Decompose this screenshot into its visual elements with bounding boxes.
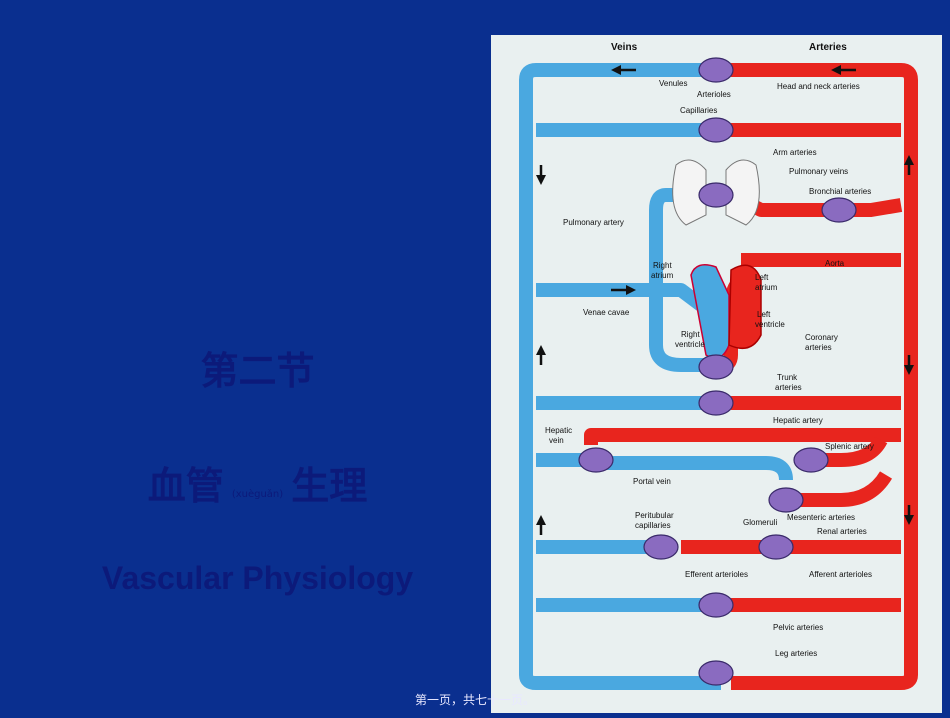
pulmonary-artery-vessel	[649, 188, 711, 372]
label-peritubular-2: capillaries	[635, 521, 671, 530]
label-right-atrium-1: Right	[653, 261, 672, 270]
splenic-artery-vessel	[806, 436, 888, 467]
label-right-ventricle-1: Right	[681, 330, 700, 339]
label-venules: Venules	[659, 79, 687, 88]
label-efferent: Efferent arterioles	[685, 570, 748, 579]
english-title: Vascular Physiology	[101, 560, 414, 596]
label-pulmonary-artery: Pulmonary artery	[563, 218, 624, 227]
label-hepatic-vein-2: vein	[549, 436, 564, 445]
label-portal: Portal vein	[633, 477, 671, 486]
page-footer: 第一页，共七十一页。	[414, 693, 535, 707]
capillary-arm	[698, 117, 734, 143]
capillary-coronary	[698, 354, 734, 380]
label-mesenteric: Mesenteric arteries	[787, 513, 855, 522]
arteries-header: Arteries	[809, 42, 847, 53]
label-trunk-1: Trunk	[777, 373, 798, 382]
label-capillaries: Capillaries	[680, 106, 717, 115]
label-afferent: Afferent arterioles	[809, 570, 872, 579]
title-vessel: 血管	[147, 464, 224, 508]
label-splenic: Splenic artery	[825, 442, 874, 451]
label-coronary-1: Coronary	[805, 333, 838, 342]
label-glomeruli: Glomeruli	[743, 518, 777, 527]
label-left-atrium-1: Left	[755, 273, 769, 282]
label-pulmonary-veins: Pulmonary veins	[789, 167, 848, 176]
main-artery-trunk	[731, 63, 918, 690]
capillary-spleen	[793, 447, 829, 473]
venae-cavae-vessel	[536, 283, 706, 311]
capillary-liver	[578, 447, 614, 473]
label-head-neck: Head and neck arteries	[777, 82, 860, 91]
diagram-labels: Venules Arterioles Capillaries Head and …	[545, 79, 874, 658]
label-venae-cavae: Venae cavae	[583, 308, 630, 317]
label-peritubular-1: Peritubular	[635, 511, 674, 520]
label-leg: Leg arteries	[775, 649, 817, 658]
label-left-ventricle-2: ventricle	[755, 320, 785, 329]
heart	[690, 264, 762, 360]
label-hepatic-artery: Hepatic artery	[773, 416, 823, 425]
circulation-svg: Veins Arteries Venules Arterioles Capill…	[519, 42, 918, 690]
label-arm: Arm arteries	[773, 148, 817, 157]
mesenteric-artery-vessel	[791, 471, 893, 507]
capillary-trunk	[698, 390, 734, 416]
label-coronary-2: arteries	[805, 343, 832, 352]
label-trunk-2: arteries	[775, 383, 802, 392]
hepatic-artery-vessel	[584, 428, 901, 445]
label-arterioles: Arterioles	[697, 90, 731, 99]
lungs	[672, 159, 760, 226]
capillary-peritubular	[643, 534, 679, 560]
capillary-lung	[698, 182, 734, 208]
capillary-leg	[698, 660, 734, 686]
capillary-glomeruli	[758, 534, 794, 560]
chinese-title: 血管 (xuèguǎn) 生理	[0, 455, 515, 510]
label-pelvic: Pelvic arteries	[773, 623, 823, 632]
veins-header: Veins	[611, 42, 638, 53]
label-right-ventricle-2: ventricle	[675, 340, 705, 349]
label-right-atrium-2: atrium	[651, 271, 674, 280]
capillary-bronchial	[821, 197, 857, 223]
title-block: 第二节 血管 (xuèguǎn) 生理 Vascular Physiology	[102, 349, 413, 596]
label-aorta: Aorta	[825, 259, 845, 268]
flow-arrows	[536, 65, 914, 535]
title-physiology: 生理	[291, 464, 368, 508]
label-bronchial: Bronchial arteries	[809, 187, 871, 196]
capillary-head	[698, 57, 734, 83]
portal-vein	[591, 456, 793, 481]
capillary-mesentery	[768, 487, 804, 513]
capillary-pelvis	[698, 592, 734, 618]
label-hepatic-vein-1: Hepatic	[545, 426, 572, 435]
capillary-beds	[578, 57, 857, 686]
main-vein-trunk	[519, 63, 721, 690]
label-left-atrium-2: atrium	[755, 283, 778, 292]
label-renal: Renal arteries	[817, 527, 867, 536]
label-left-ventricle-1: Left	[757, 310, 771, 319]
section-heading: 第二节	[200, 349, 315, 393]
circulation-diagram: Veins Arteries Venules Arterioles Capill…	[491, 35, 942, 713]
pinyin-annotation: (xuèguǎn)	[231, 489, 284, 500]
